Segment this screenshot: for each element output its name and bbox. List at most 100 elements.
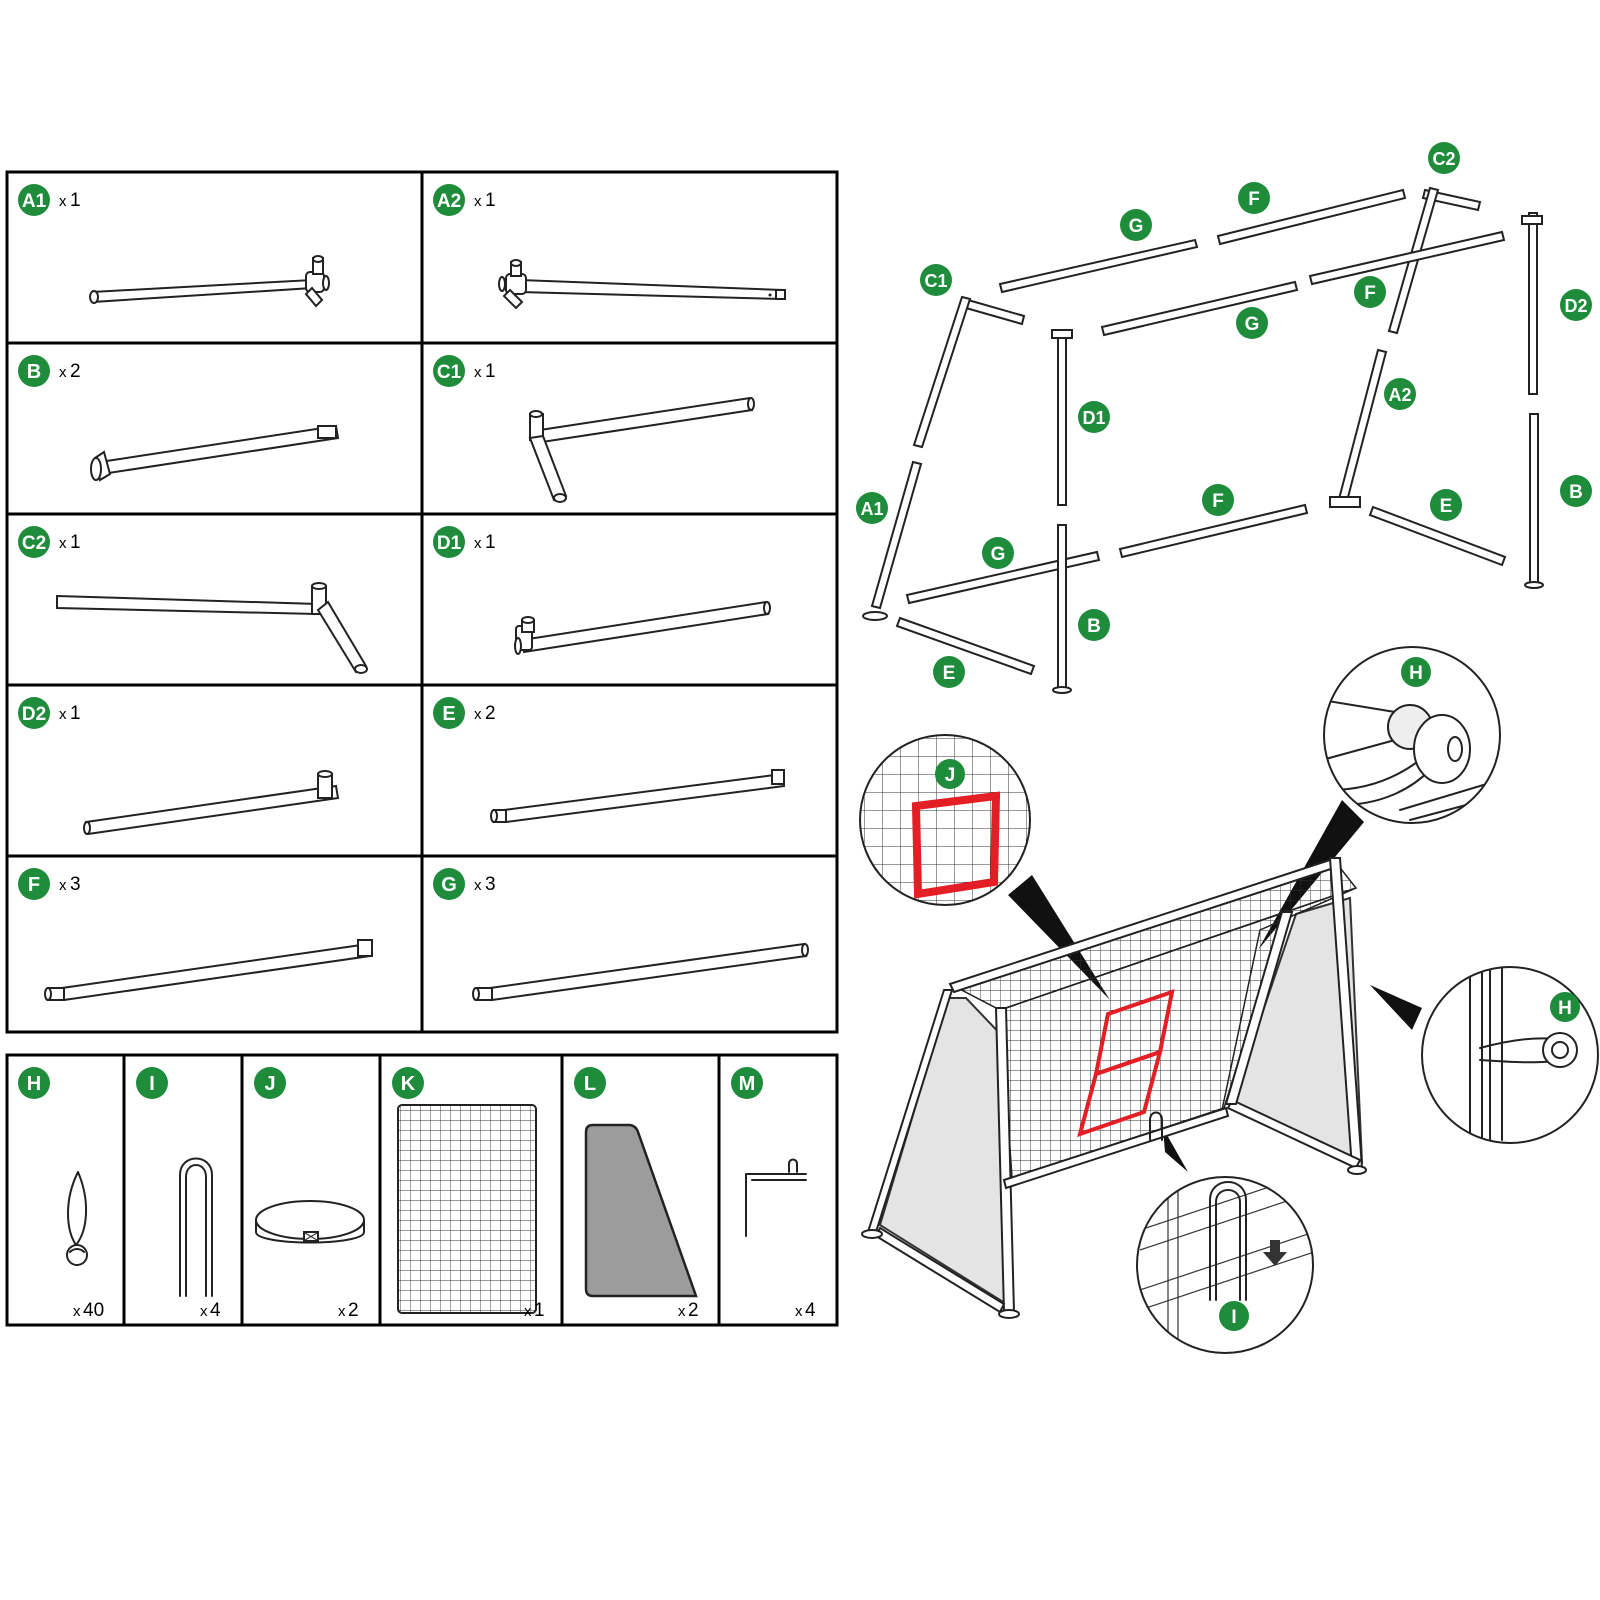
part-label: E xyxy=(442,703,455,725)
part-label: F xyxy=(28,874,40,896)
qty-prefix: x xyxy=(59,364,67,381)
part-qty: 3 xyxy=(485,874,496,895)
part-qty: 2 xyxy=(348,1300,359,1321)
callout-h-top: H xyxy=(1323,646,1501,824)
qty-prefix: x xyxy=(73,1303,81,1320)
cell-a1: A1 x 1 xyxy=(18,184,81,216)
part-qty: 2 xyxy=(485,703,496,724)
exploded-label-a2: A2 xyxy=(1384,378,1416,410)
cell-h: H x 40 xyxy=(18,1067,104,1321)
label-text: F xyxy=(1212,491,1224,512)
cell-j: J x 2 xyxy=(254,1067,365,1321)
callout-pointer-i xyxy=(1163,1128,1188,1172)
label-badge xyxy=(1120,209,1152,241)
callout-h-right: H xyxy=(1421,966,1599,1144)
side-panel-illustration xyxy=(584,1123,698,1298)
label-badge xyxy=(856,492,888,524)
part-qty: 4 xyxy=(805,1300,816,1321)
part-qty: 1 xyxy=(485,532,496,553)
label-badge xyxy=(1560,289,1592,321)
exploded-label-c2: C2 xyxy=(1428,142,1460,174)
cell-c2: C2 x 1 xyxy=(18,526,81,558)
callout-i: I xyxy=(1136,1176,1314,1354)
pipe-c2-illustration xyxy=(56,582,368,674)
part-qty: 40 xyxy=(83,1300,104,1321)
label-badge xyxy=(1078,401,1110,433)
qty-prefix: x xyxy=(474,193,482,210)
qty-prefix: x xyxy=(678,1303,686,1320)
qty-prefix: x xyxy=(524,1303,532,1320)
part-qty: 4 xyxy=(210,1300,221,1321)
label-badge xyxy=(1428,142,1460,174)
qty-prefix: x xyxy=(59,535,67,552)
pipe-b-illustration xyxy=(90,424,340,482)
qty-prefix: x xyxy=(474,877,482,894)
label-badge xyxy=(1078,609,1110,641)
cell-c1: C1 x 1 xyxy=(433,355,496,387)
exploded-label-c1: C1 xyxy=(920,264,952,296)
label-badge xyxy=(433,697,465,729)
part-label: G xyxy=(441,874,457,896)
part-label: H xyxy=(27,1073,41,1095)
label-badge xyxy=(1550,992,1580,1022)
part-qty: 3 xyxy=(70,874,81,895)
exploded-label-g-low: G xyxy=(982,537,1014,569)
label-badge xyxy=(731,1067,763,1099)
qty-prefix: x xyxy=(474,535,482,552)
exploded-label-e-right: E xyxy=(1430,489,1462,521)
label-text: F xyxy=(1248,189,1260,210)
part-label: K xyxy=(401,1073,416,1095)
exploded-label-f-top: F xyxy=(1238,182,1270,214)
label-badge xyxy=(433,526,465,558)
qty-prefix: x xyxy=(200,1303,208,1320)
net-illustration xyxy=(397,1104,537,1314)
cell-l: L x 2 xyxy=(574,1067,699,1321)
pipe-d1-illustration xyxy=(514,600,771,655)
part-qty: 1 xyxy=(485,190,496,211)
exploded-label-b-right: B xyxy=(1560,475,1592,507)
pipe-d2-illustration xyxy=(83,770,340,836)
label-badge xyxy=(18,184,50,216)
qty-prefix: x xyxy=(474,364,482,381)
label-badge xyxy=(1354,276,1386,308)
part-label: B xyxy=(27,361,41,383)
label-badge xyxy=(574,1067,606,1099)
label-text: E xyxy=(1440,496,1453,517)
exploded-label-a1: A1 xyxy=(856,492,888,524)
label-badge xyxy=(136,1067,168,1099)
pipe-g-illustration xyxy=(472,942,809,1002)
part-qty: 1 xyxy=(70,703,81,724)
part-qty: 1 xyxy=(70,532,81,553)
exploded-label-g-mid: G xyxy=(1236,307,1268,339)
cell-g: G x 3 xyxy=(433,868,496,900)
label-badge xyxy=(18,355,50,387)
cell-m: M x 4 xyxy=(731,1067,816,1321)
exploded-label-f-low: F xyxy=(1202,484,1234,516)
label-text: A1 xyxy=(860,499,883,519)
label-text: C2 xyxy=(1432,149,1455,169)
label-badge xyxy=(18,868,50,900)
part-label: D1 xyxy=(437,533,462,554)
qty-prefix: x xyxy=(59,877,67,894)
exploded-frame-view xyxy=(862,186,1544,694)
label-badge xyxy=(18,697,50,729)
label-badge xyxy=(18,526,50,558)
cell-e: E x 2 xyxy=(433,697,496,729)
part-qty: 1 xyxy=(534,1300,545,1321)
qty-prefix: x xyxy=(59,193,67,210)
ground-stake-illustration xyxy=(179,1157,213,1297)
label-badge xyxy=(1401,657,1431,687)
cell-k: K x 1 xyxy=(392,1067,545,1321)
part-label: A1 xyxy=(22,191,47,212)
label-badge xyxy=(433,184,465,216)
part-qty: 2 xyxy=(70,361,81,382)
part-qty: 1 xyxy=(70,190,81,211)
cell-a2: A2 x 1 xyxy=(433,184,496,216)
label-text: F xyxy=(1364,283,1376,304)
part-label: C2 xyxy=(22,533,46,554)
label-text: D2 xyxy=(1564,296,1587,316)
callout-j: J xyxy=(859,734,1031,906)
parts-table-accessories xyxy=(5,1053,839,1327)
label-text: H xyxy=(1558,998,1572,1019)
